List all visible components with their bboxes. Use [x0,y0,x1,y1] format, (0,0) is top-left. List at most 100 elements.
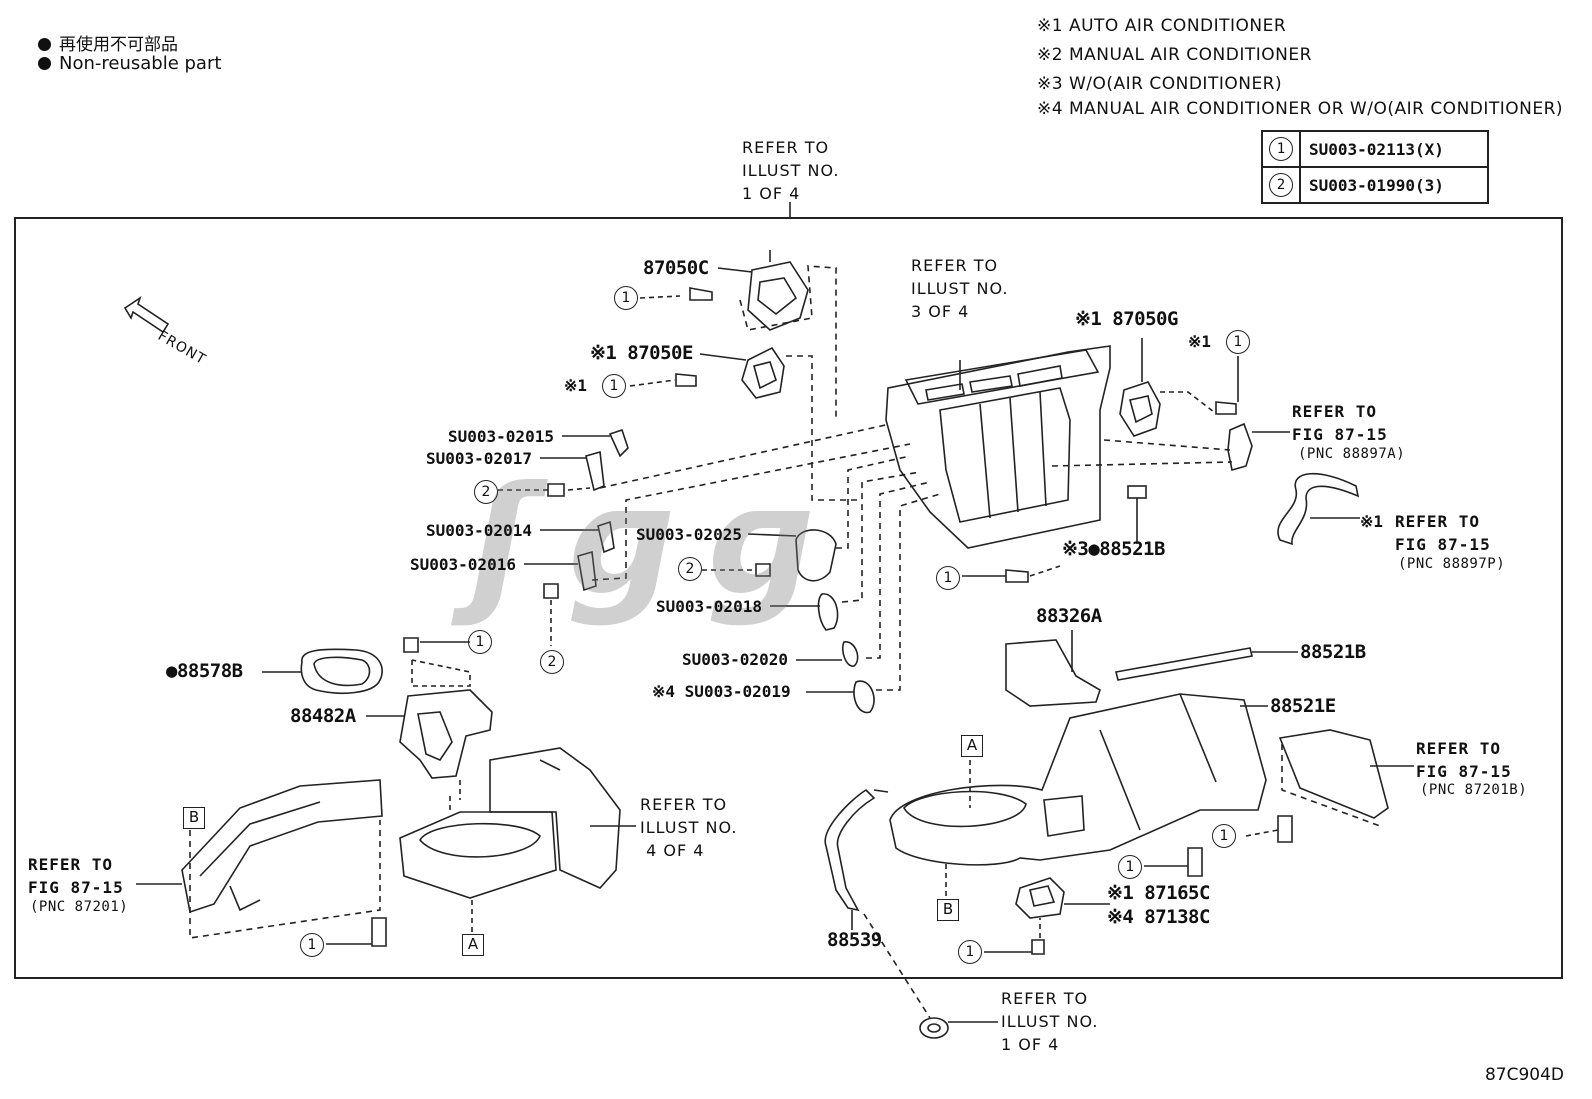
clip-icon [547,483,565,497]
screw-icon [1215,401,1237,415]
note-mark: ※1 [1360,512,1384,531]
duct-88482a-icon [399,689,493,779]
clip-icon [543,583,559,599]
diagram-frame [14,217,1563,979]
ref-illust-top: REFER TO ILLUST NO. 1 OF 4 [742,138,840,203]
duct-87201-icon [181,779,383,914]
box-label-a: A [961,735,983,757]
ref-fig-88897p: REFER TO FIG 87-15 [1395,512,1491,554]
ref-illust-3of4: REFER TO ILLUST NO. 3 OF 4 [911,256,1009,321]
damper-su003-02025-icon [795,529,837,582]
link-su003-02017-icon [585,450,605,492]
spec-row: 1 SU003-02113(X) [1261,130,1489,168]
circle-number-1: 1 [468,630,492,654]
circle-number-1: 1 [936,566,960,590]
part-su003-02018: SU003-02018 [656,597,762,616]
seal-su003-02019-icon [853,680,875,714]
screw-icon [1277,815,1293,843]
note-mark: ※1 [564,376,588,395]
circle-number-1: 1 [1118,855,1142,879]
actuator-87050g-icon [1119,338,1161,437]
part-su003-02014: SU003-02014 [426,521,532,540]
part-87050g: ※1 87050G [1075,308,1178,330]
circle-number-2: 2 [540,650,564,674]
grommet-icon [919,1017,949,1039]
screw-icon [689,287,713,301]
note-3: ※3 W/O(AIR CONDITIONER) [1037,74,1283,94]
circle-number-1: 1 [300,933,324,957]
gasket-88578b-icon [300,648,383,694]
part-su003-02015: SU003-02015 [448,427,554,446]
circle-number-1: 1 [958,940,982,964]
part-88521e: 88521E [1270,695,1336,717]
circle-number-1: 1 [1212,824,1236,848]
legend-english: Non-reusable part [38,53,221,74]
legend-en-text: Non-reusable part [59,53,222,74]
pnc-88897a: (PNC 88897A) [1298,446,1406,462]
spec-value: SU003-01990(3) [1299,166,1489,204]
front-arrow-icon [123,296,170,334]
actuator-87050c-icon [747,250,809,331]
figure-code: 87C904D [1484,1065,1564,1085]
part-88578b: ●88578B [166,660,243,682]
part-87050c: 87050C [643,257,709,279]
screw-icon [675,373,697,387]
heater-unit-case-icon [885,345,1111,549]
actuator-87050e-icon [741,346,785,399]
drain-hose-88539-icon [824,788,876,912]
screw-icon [1005,569,1029,583]
note-4: ※4 MANUAL AIR CONDITIONER OR W/O(AIR CON… [1037,99,1564,119]
part-88521b-strip: 88521B [1300,641,1366,663]
ref-fig-88897a: REFER TO FIG 87-15 [1292,402,1388,444]
box-label-b: B [183,807,205,829]
part-88521b-small: ※3●88521B [1062,538,1165,560]
damper-su003-02018-icon [817,593,839,631]
spec-value: SU003-02113(X) [1299,130,1489,168]
link-su003-02014-icon [597,520,615,554]
blower-case-icon [399,747,621,899]
spec-number: 2 [1269,173,1293,197]
part-88326a: 88326A [1036,605,1102,627]
bullet-icon [38,57,51,70]
blower-case-88521e-icon [889,693,1267,866]
pnc-87201: (PNC 87201) [30,899,129,915]
circle-number-1: 1 [602,374,626,398]
part-su003-02025: SU003-02025 [636,525,742,544]
part-su003-02019: ※4 SU003-02019 [652,682,791,701]
linkage-88897a-icon [1227,422,1253,472]
part-88482a: 88482A [290,705,356,727]
note-1: ※1 AUTO AIR CONDITIONER [1037,16,1287,36]
clip-icon [755,563,771,577]
pnc-88897p: (PNC 88897P) [1398,556,1506,572]
note-2: ※2 MANUAL AIR CONDITIONER [1037,45,1312,65]
ref-illust-bottom: REFER TO ILLUST NO. 1 OF 4 [1001,989,1099,1054]
ref-illust-4of4: REFER TO ILLUST NO. 4 OF 4 [640,795,738,860]
bullet-icon [38,38,51,51]
watermark-logo: ʃ ɡ ɡ [470,455,811,629]
box-label-a: A [462,934,484,956]
screw-icon [1031,939,1045,955]
legend-jp-text: 再使用不可部品 [59,35,178,55]
sensor-87165c-icon [1015,877,1065,919]
screw-icon [403,637,419,653]
circle-number-2: 2 [678,557,702,581]
part-su003-02016: SU003-02016 [410,555,516,574]
part-87165c: ※1 87165C [1107,882,1210,904]
box-label-b: B [937,899,959,921]
link-su003-02016-icon [577,550,597,592]
ref-fig-87201b: REFER TO FIG 87-15 [1416,739,1512,781]
circle-number-1: 1 [614,286,638,310]
legend-japanese: 再使用不可部品 [38,30,178,55]
hose-88897p-icon [1277,472,1360,546]
part-su003-02020: SU003-02020 [682,650,788,669]
pnc-87201b: (PNC 87201B) [1420,782,1528,798]
part-88539: 88539 [827,929,882,951]
spec-row: 2 SU003-01990(3) [1261,166,1489,204]
leader-87050c [717,267,753,273]
fastener-spec-table: 1 SU003-02113(X) 2 SU003-01990(3) [1261,130,1489,204]
part-su003-02017: SU003-02017 [426,449,532,468]
screw-icon [1187,847,1203,877]
spec-number: 1 [1269,137,1293,161]
screw-icon [371,917,387,947]
